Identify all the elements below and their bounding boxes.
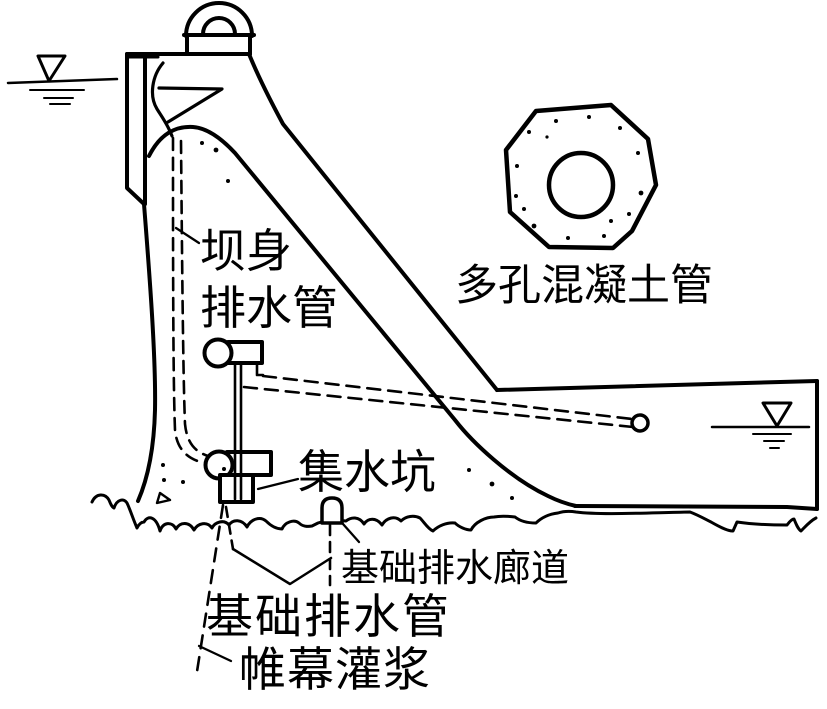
lower-drain-gallery [203,449,273,504]
leader-dam-body-drain-pipe [174,226,201,245]
foundation-drain-hole-left-dashed [224,505,235,551]
foundation-gallery-dome [320,496,344,525]
label-foundation-drain-pipe: 基础排水管 [206,592,451,644]
label-collection-pit: 集水坑 [298,447,436,498]
dam-body-speckles [161,141,514,500]
heel-mark [155,491,172,505]
drain-outlet-circle [630,413,650,433]
upstream-water-level-icon [6,54,119,105]
dam-outline [125,52,819,511]
curtain-grouting-dashed [194,503,225,680]
leader-curtain-grouting [197,644,233,663]
dam-body-drain-pipe-dashed [171,136,210,465]
crest-parapet [182,1,256,56]
downstream-water-level-icon [710,401,811,449]
leader-collection-pit [256,477,300,491]
upper-drain-gallery [202,337,265,377]
vertical-drain-pipe [233,361,243,501]
crest-inlet-detail [150,61,224,138]
foundation-drain-pipe-bracket [231,547,333,586]
drain-outlet-pipe-dashed [242,374,635,429]
leader-lines [174,226,361,663]
leader-foundation-gallery [341,522,361,544]
label-curtain-grouting: 帷幕灌浆 [239,645,431,697]
ground-line [90,493,818,533]
label-dam-body-drain-pipe-line2: 排水管 [200,283,338,334]
octagon-concrete-speckles [514,115,644,240]
label-foundation-drain-gallery: 基础排水廊道 [341,548,570,590]
collection-pit-box [218,473,255,504]
porous-pipe-octagon [503,102,659,251]
label-dam-body-drain-pipe-line1: 坝身 [200,226,292,277]
label-porous-concrete-pipe: 多孔混凝土管 [455,263,713,310]
